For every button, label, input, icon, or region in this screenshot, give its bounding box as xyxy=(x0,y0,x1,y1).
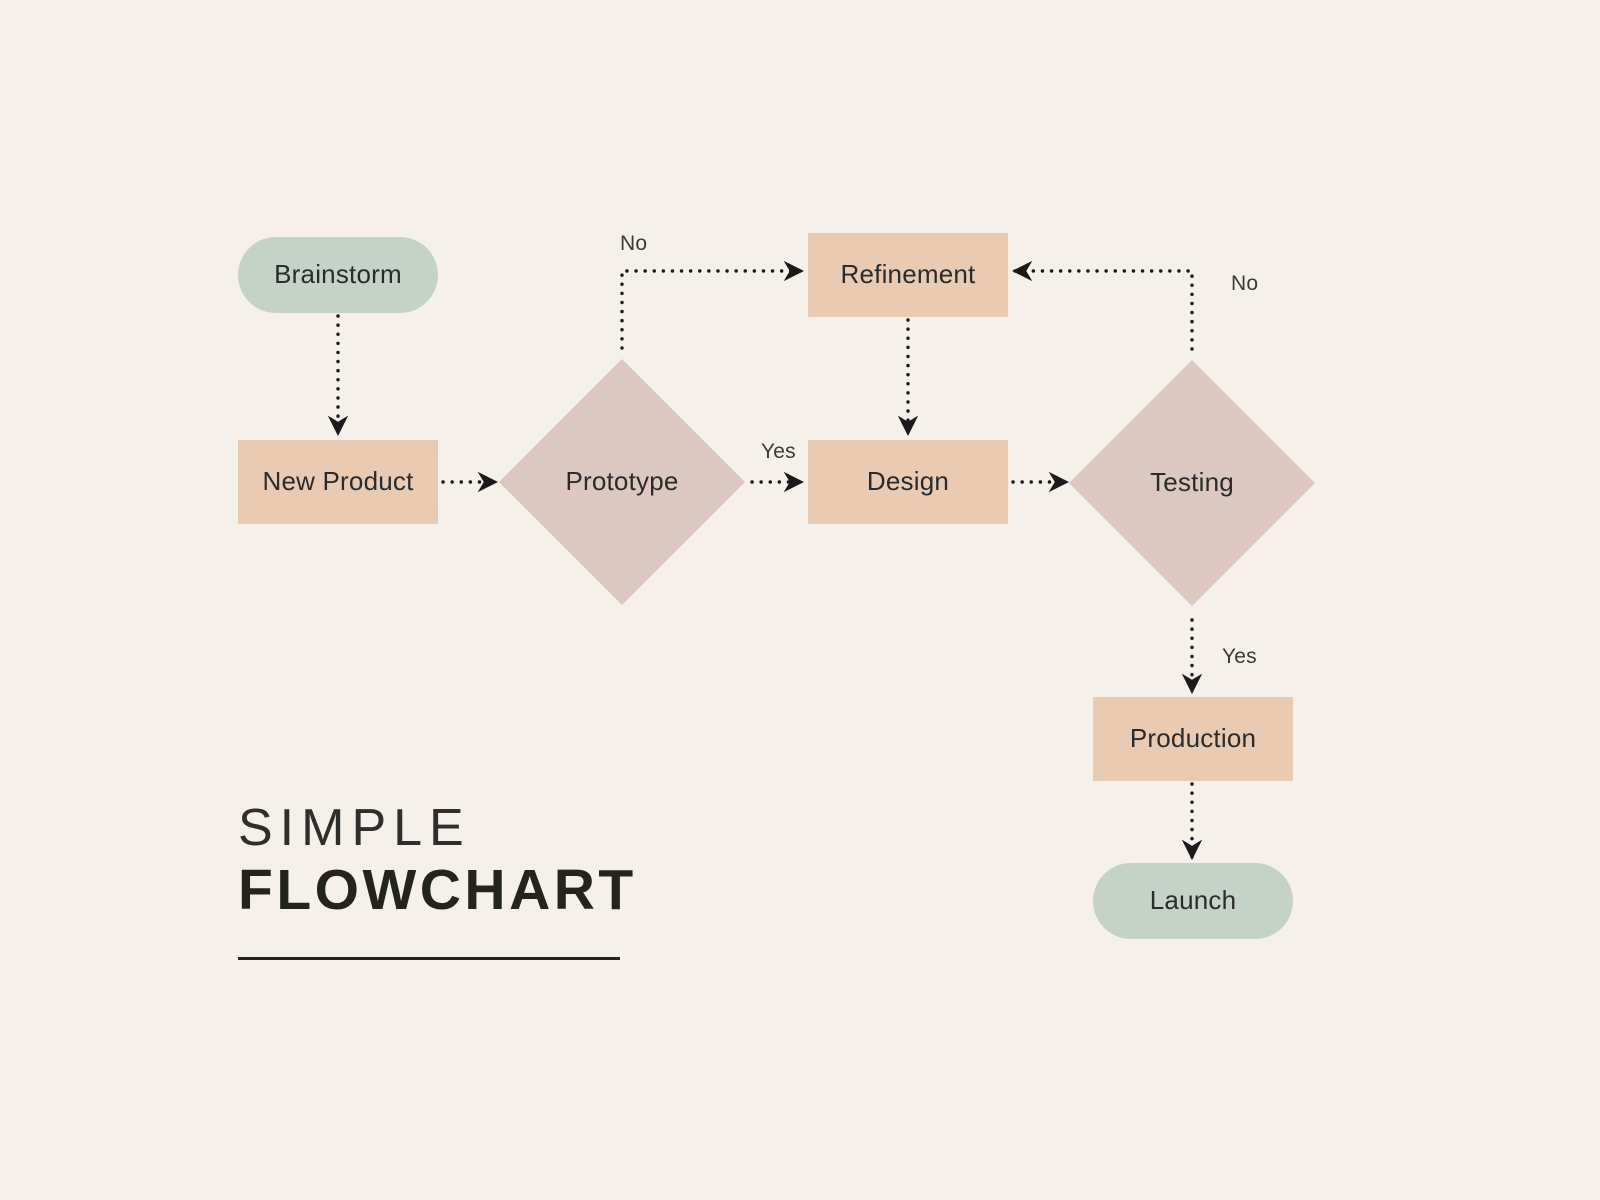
edge-label-yes-testing: Yes xyxy=(1222,645,1257,668)
edge-label-yes-prototype: Yes xyxy=(761,440,796,463)
edge-testing-no-refinement xyxy=(1011,260,1194,351)
node-testing[interactable]: Testing xyxy=(1068,359,1316,607)
node-design-label: Design xyxy=(866,466,950,497)
title-block: SIMPLE FLOWCHART xyxy=(238,800,658,922)
node-launch-label: Launch xyxy=(1149,885,1237,916)
node-prototype[interactable]: Prototype xyxy=(498,358,746,606)
edge-label-no-testing: No xyxy=(1231,272,1259,295)
title-line-simple: SIMPLE xyxy=(238,799,471,857)
node-refinement[interactable]: Refinement xyxy=(808,233,1008,317)
edge-label-no-prototype: No xyxy=(620,232,648,255)
node-launch[interactable]: Launch xyxy=(1093,863,1293,939)
node-production[interactable]: Production xyxy=(1093,697,1293,781)
title-underline xyxy=(238,957,620,960)
node-brainstorm[interactable]: Brainstorm xyxy=(238,237,438,313)
node-testing-label: Testing xyxy=(1150,467,1234,498)
node-brainstorm-label: Brainstorm xyxy=(274,259,402,290)
node-refinement-label: Refinement xyxy=(840,259,976,290)
node-new-product-label: New Product xyxy=(262,466,414,497)
node-prototype-label: Prototype xyxy=(565,466,679,497)
node-production-label: Production xyxy=(1129,723,1257,754)
node-design[interactable]: Design xyxy=(808,440,1008,524)
edge-prototype-no-refinement xyxy=(620,260,805,350)
title-line-flowchart: FLOWCHART xyxy=(238,858,637,923)
node-new-product[interactable]: New Product xyxy=(238,440,438,524)
